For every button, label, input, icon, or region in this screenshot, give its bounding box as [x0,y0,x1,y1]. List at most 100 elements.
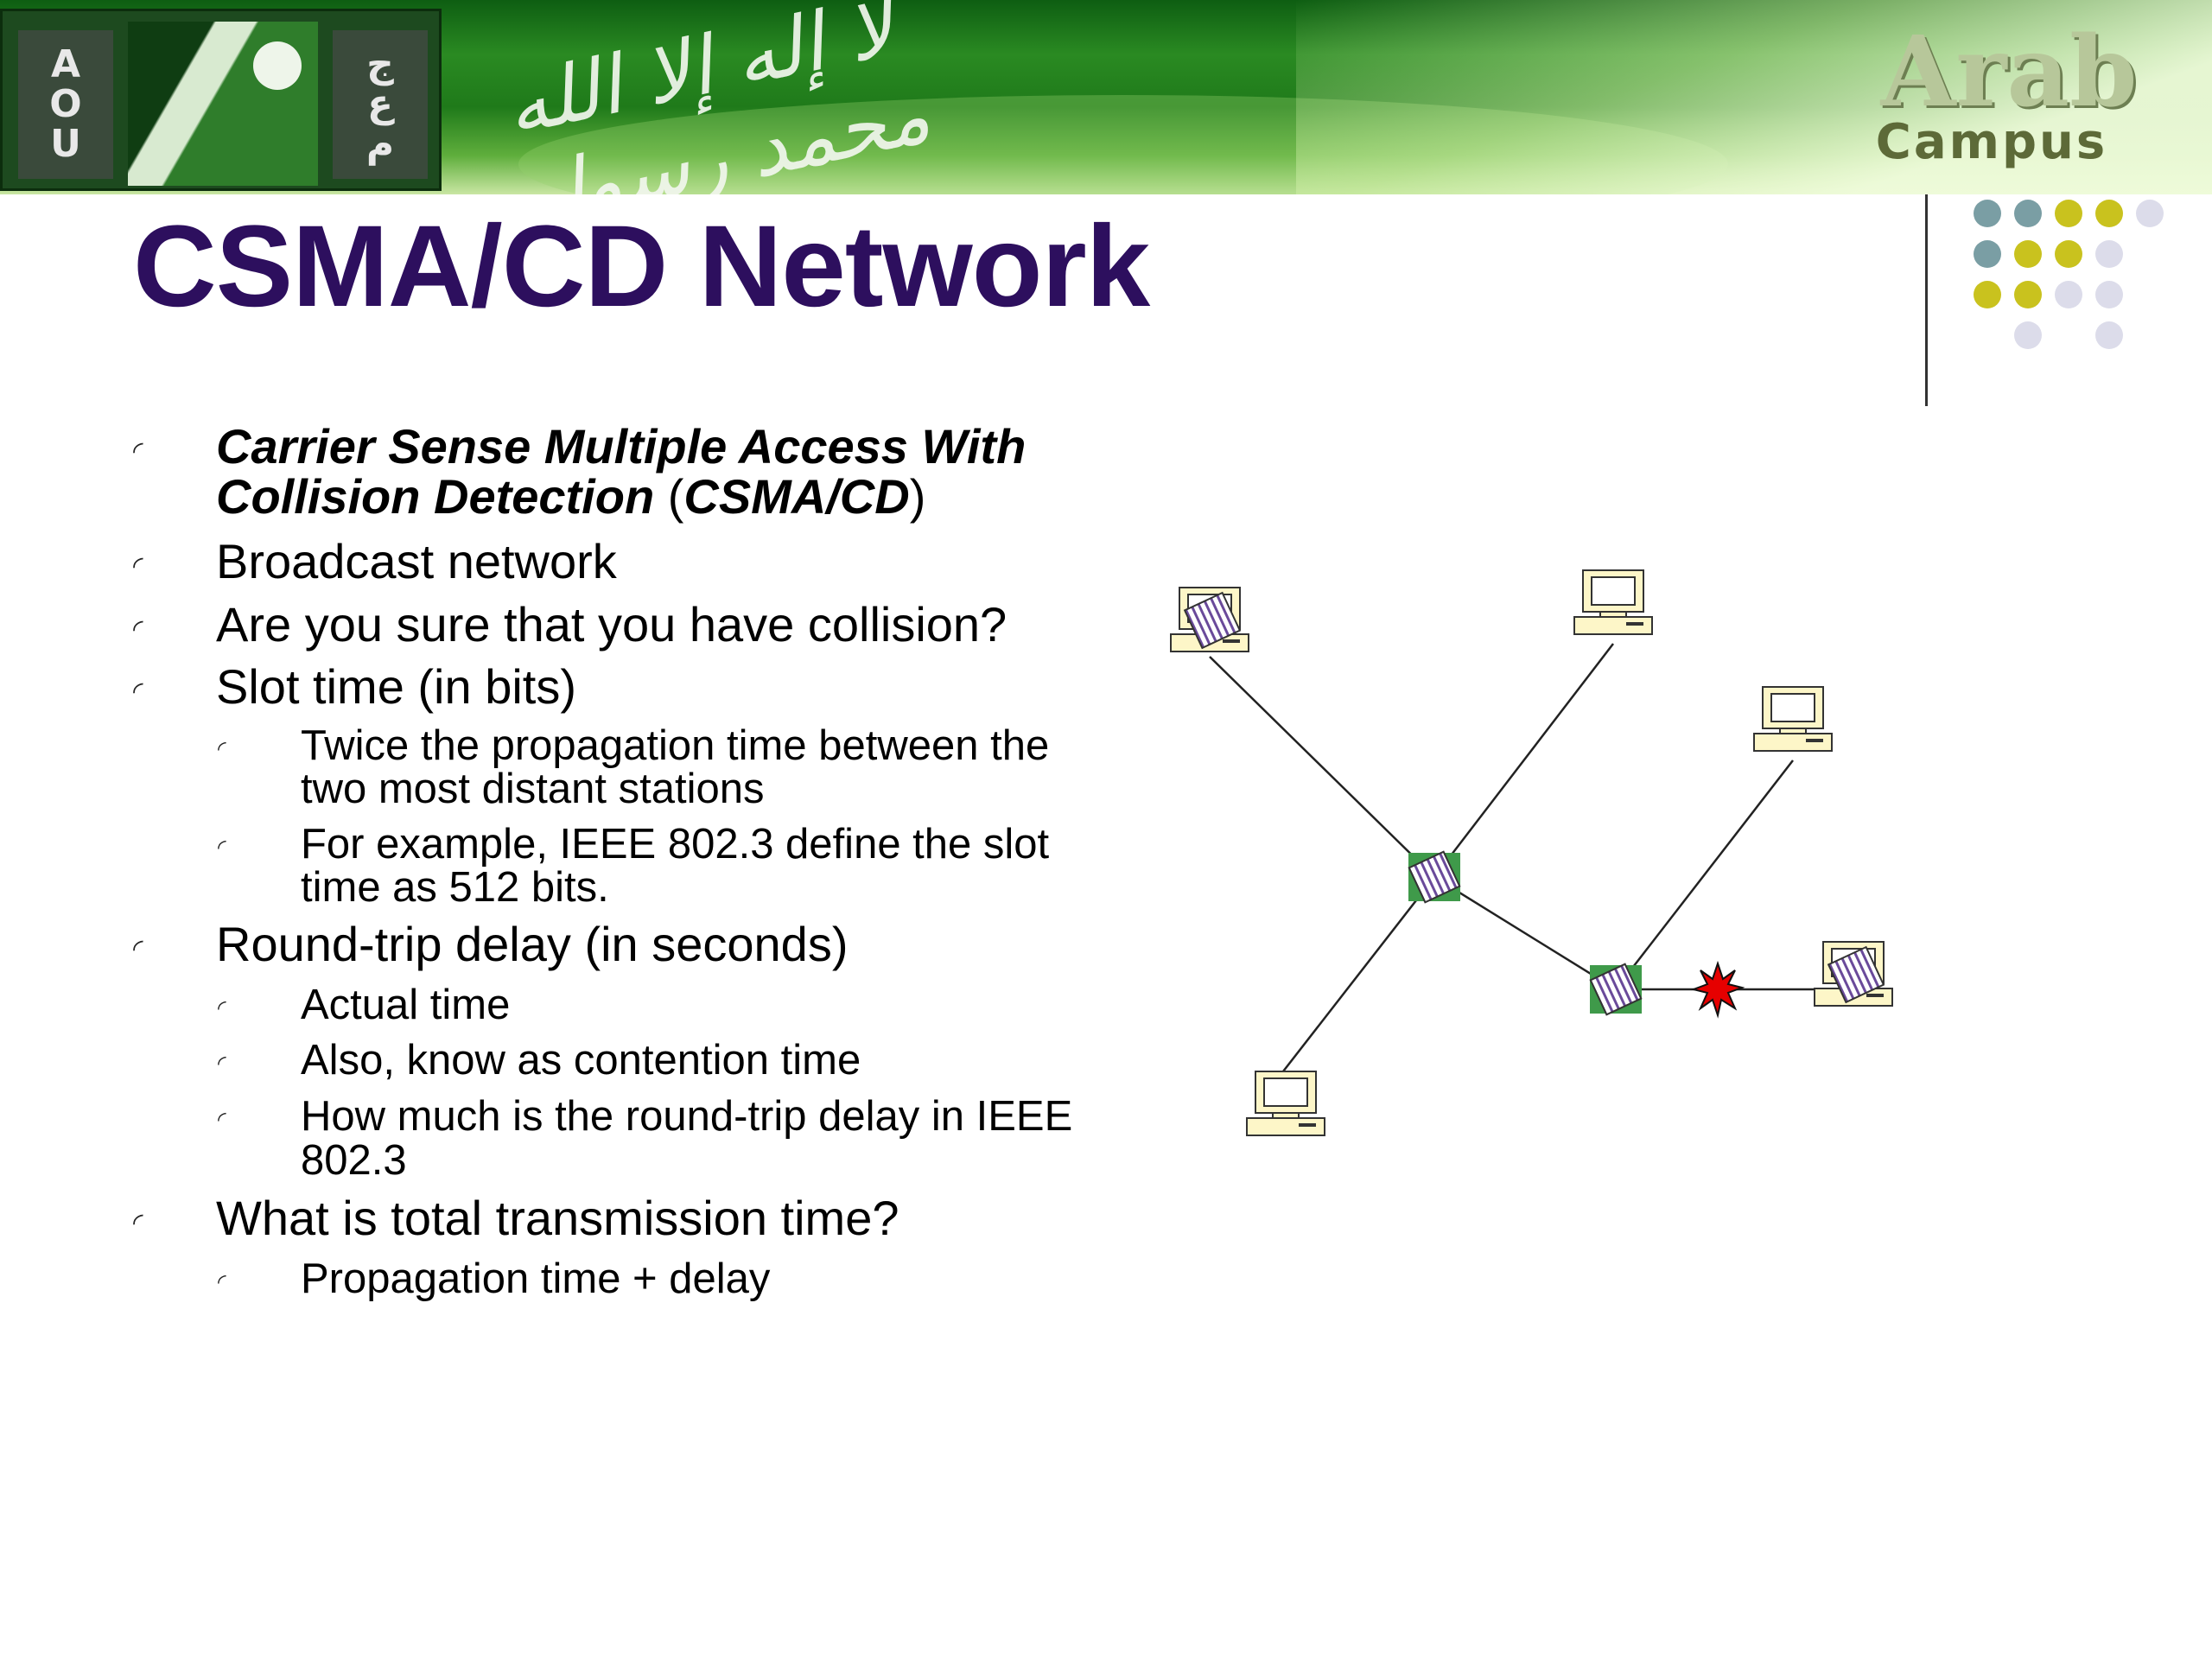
dot-row-3 [1974,281,2123,308]
link-topmiddle-to-hub [1433,643,1614,878]
bullet-text: Carrier Sense Multiple Access With [216,419,1027,474]
link-topleft-to-hub [1209,656,1435,878]
bullet-text: Broadcast network [216,534,617,588]
sub-bullet-text: Also, know as contention time [301,1037,861,1084]
logo-arabic-letters: ج ع م [333,30,428,179]
deco-dot [2014,200,2042,227]
packet-icon [1589,963,1643,1016]
bullet-list: ◜ Carrier Sense Multiple Access With Col… [0,0,1210,1382]
deco-dot [2014,281,2042,308]
sub-bullet-marker-icon: ◜ [218,737,226,761]
packet-icon [1183,591,1242,650]
bullet-text: ) [909,469,926,524]
deco-dot [2055,200,2082,227]
bullet-item-csma-cd-continued: Collision Detection (CSMA/CD) [216,471,925,523]
network-diagram [1149,553,1910,1166]
deco-dot [2055,240,2082,268]
bullet-item-transmission-time: ◜ What is total transmission time? [133,1191,899,1245]
sub-bullet-text: For example, IEEE 802.3 define the slot [301,821,1050,868]
deco-dot [2095,281,2123,308]
bullet-marker-icon: ◜ [133,935,143,963]
bullet-item-csma-cd: ◜ Carrier Sense Multiple Access With [133,419,1027,474]
sub-bullet-contention-time: ◜ Also, know as contention time [218,1037,861,1084]
bullet-text: Round-trip delay (in seconds) [216,917,849,971]
bullet-text-bold: Collision Detection [216,469,655,524]
dot-row-4 [2014,321,2123,349]
packet-icon [1827,945,1885,1004]
dot-row-2 [1974,240,2123,268]
bullet-text: What is total transmission time? [216,1191,899,1245]
sub-bullet-marker-icon: ◜ [218,836,226,860]
deco-dot [2095,200,2123,227]
sub-bullet-marker-icon: ◜ [218,1052,226,1076]
link-hub-to-hub [1433,875,1617,991]
logo-letter: ج [366,42,394,86]
sub-bullet-text: Propagation time + delay [301,1255,771,1302]
sub-bullet-propagation-continued: two most distant stations [301,767,765,811]
bullet-marker-icon: ◜ [133,552,143,581]
sub-bullet-text: 802.3 [301,1137,407,1184]
bullet-text-abbr: CSMA/CD [683,469,910,524]
logo-letter: A [50,42,81,86]
network-diagram-svg [1170,569,1893,1136]
logo-emblem-dot [253,41,302,90]
brand-name-campus: Campus [1875,114,2108,170]
sub-bullet-text: Actual time [301,982,511,1028]
sub-bullet-ieee-example-continued: time as 512 bits. [301,866,609,910]
computer-right-lower-icon [1814,941,1893,1007]
computer-top-left-icon [1170,587,1249,652]
bullet-item-round-trip: ◜ Round-trip delay (in seconds) [133,917,849,971]
sub-bullet-ieee-example: ◜ For example, IEEE 802.3 define the slo… [218,821,1050,868]
dot-row-1 [1974,200,2164,227]
link-rightupper-to-hub [1615,760,1794,990]
logo-letter: O [49,82,82,126]
deco-dot [2095,240,2123,268]
sub-bullet-round-trip-question: ◜ How much is the round-trip delay in IE… [218,1093,1073,1140]
collision-star-icon [1690,960,1745,1019]
sub-bullet-propagation: ◜ Twice the propagation time between the [218,722,1050,769]
sub-bullet-propagation-delay: ◜ Propagation time + delay [218,1255,771,1302]
link-hub-to-bottomleft [1282,876,1435,1072]
sub-bullet-text: How much is the round-trip delay in IEEE [301,1093,1073,1140]
sub-bullet-marker-icon: ◜ [218,1108,226,1132]
computer-bottom-left-icon [1246,1071,1325,1136]
header-banner: A O U ج ع م لا إله إلا الله محمد رسول ال… [0,0,2212,194]
computer-right-upper-icon [1753,686,1833,752]
hub-center-icon [1408,850,1461,904]
deco-dot [1974,200,2001,227]
logo-letter: ع [366,82,394,126]
deco-dot [2136,200,2164,227]
hub-right-icon [1589,963,1643,1016]
deco-dot [2014,321,2042,349]
sub-bullet-actual-time: ◜ Actual time [218,982,511,1028]
deco-dot [1974,240,2001,268]
bullet-text: Slot time (in bits) [216,659,576,714]
title-divider-line [1925,194,1928,406]
bullet-item-collision-question: ◜ Are you sure that you have collision? [133,597,1007,652]
bullet-text: Are you sure that you have collision? [216,597,1007,652]
bullet-marker-icon: ◜ [133,437,143,466]
university-logo: A O U ج ع م [0,9,442,191]
deco-dot [2014,240,2042,268]
bullet-text: ( [654,469,684,524]
deco-dot [1974,281,2001,308]
sub-bullet-text: Twice the propagation time between the [301,722,1050,769]
bullet-marker-icon: ◜ [133,1209,143,1237]
banner-wave-highlight [1296,0,2212,194]
logo-latin-letters: A O U [18,30,113,179]
bullet-marker-icon: ◜ [133,677,143,706]
sub-bullet-text: time as 512 bits. [301,864,609,911]
logo-letter: U [50,122,81,166]
bullet-item-slot-time: ◜ Slot time (in bits) [133,659,576,714]
slide-title: CSMA/CD Network [133,202,1150,331]
deco-dot [2055,281,2082,308]
sub-bullet-round-trip-question-continued: 802.3 [301,1139,407,1183]
network-links [1209,643,1858,1072]
brand-name-arab: Arab [1880,16,2138,129]
sub-bullet-marker-icon: ◜ [218,1270,226,1294]
computer-top-middle-icon [1573,569,1653,635]
deco-dot [2095,321,2123,349]
logo-letter: م [365,122,395,166]
sub-bullet-text: two most distant stations [301,766,765,812]
bullet-marker-icon: ◜ [133,615,143,644]
